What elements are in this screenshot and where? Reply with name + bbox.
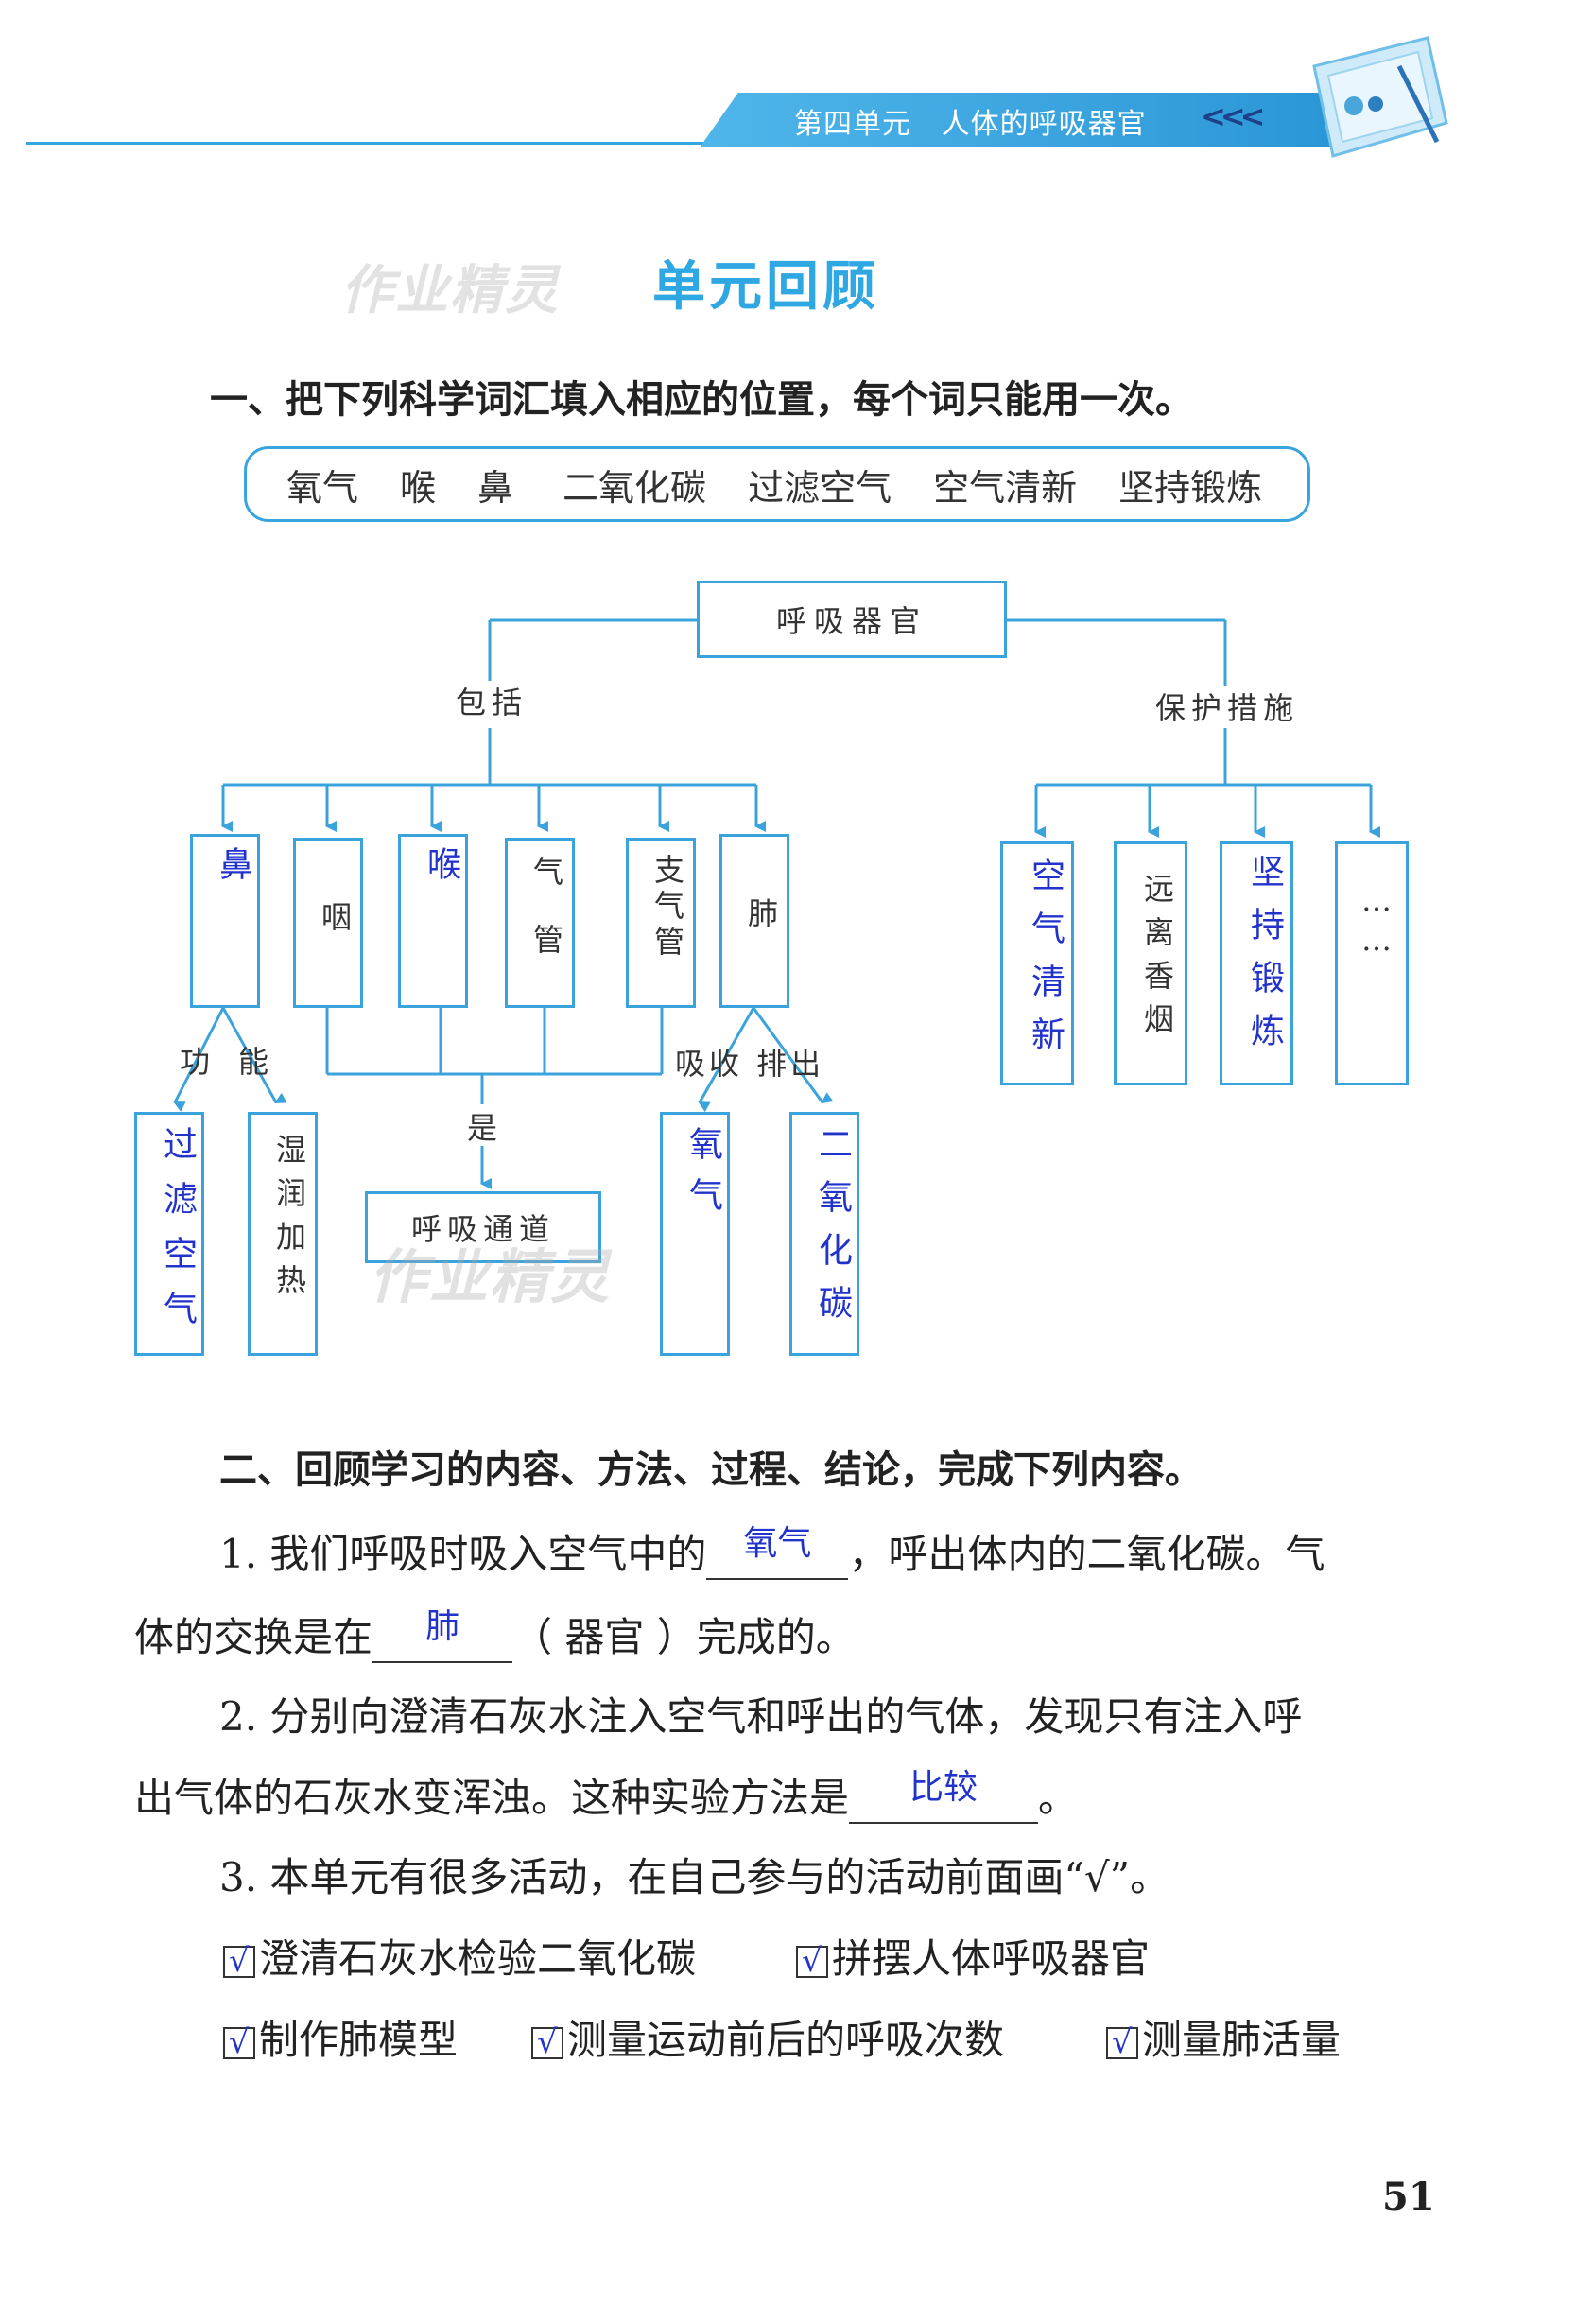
q2-blank-1-answer: 氧气 bbox=[743, 1524, 812, 1563]
tick-mark: √ bbox=[1112, 2023, 1133, 2061]
measure-box: 空气清新 bbox=[1000, 841, 1074, 1085]
diagram-root-label: 呼吸器官 bbox=[775, 603, 927, 639]
watermark: 作业精灵 bbox=[369, 1242, 612, 1311]
lung-co2-answer: 二氧化碳 bbox=[813, 1126, 852, 1338]
is-label: 是 bbox=[467, 1110, 504, 1146]
activity-label: 测量肺活量 bbox=[1142, 2017, 1342, 2063]
q2-item-1-line-1: 1. 我们呼吸时吸入空气中的氧气 ，呼出体内的二氧化碳。气 bbox=[219, 1522, 1325, 1580]
q2-item-1-text: （ 器官 ）完成的。 bbox=[512, 1614, 856, 1660]
q2-blank-2: 肺 bbox=[372, 1607, 513, 1663]
lung-output-box: 氧气 bbox=[660, 1112, 730, 1356]
lung-label: 吸收 排出 bbox=[675, 1046, 825, 1082]
function-box: 湿润加热 bbox=[248, 1112, 318, 1356]
measure-fresh-air-answer: 空气清新 bbox=[1026, 858, 1065, 1069]
q2-item-1-text: 1. 我们呼吸时吸入空气中的 bbox=[219, 1531, 707, 1577]
q2-item-2-line-2: 出气体的石灰水变浑浊。这种实验方法是 比较 。 bbox=[134, 1766, 1078, 1824]
protect-label: 保护措施 bbox=[1155, 690, 1300, 726]
diagram-connectors bbox=[173, 618, 1380, 1189]
header-rule bbox=[26, 142, 1246, 145]
organ-larynx-answer: 喉 bbox=[422, 846, 460, 895]
q2-blank-2-answer: 肺 bbox=[425, 1607, 460, 1646]
activity-item: √制作肺模型 bbox=[223, 2008, 458, 2066]
q2-item-2-text: 。 bbox=[1038, 1775, 1079, 1821]
q2-blank-3: 比较 bbox=[849, 1768, 1039, 1824]
q2-item-3: 3. 本单元有很多活动，在自己参与的活动前面画“√”。 bbox=[219, 1854, 1170, 1900]
word-bank-item: 氧气 bbox=[286, 466, 359, 509]
organ-bronchus: 支气管 bbox=[649, 854, 685, 962]
word-bank-item: 过滤空气 bbox=[748, 466, 892, 509]
organ-box: 肺 bbox=[719, 834, 789, 1008]
activity-label: 拼摆人体呼吸器官 bbox=[832, 1935, 1151, 1982]
page-number: 51 bbox=[1382, 2175, 1435, 2219]
header-arrows: <<< bbox=[1201, 98, 1265, 134]
word-bank-item: 坚持锻炼 bbox=[1118, 466, 1263, 509]
diagram-root: 呼吸器官 bbox=[697, 581, 1007, 658]
measure-avoid-smoke: 远离香烟 bbox=[1139, 873, 1175, 1047]
organ-box: 咽 bbox=[293, 838, 363, 1008]
activity-item: √澄清石灰水检验二氧化碳 bbox=[223, 1927, 696, 1985]
q2-blank-1: 氧气 bbox=[706, 1524, 849, 1580]
organ-trachea: 气管 bbox=[528, 856, 564, 992]
tick-mark: √ bbox=[229, 1942, 250, 1980]
section-title: 单元回顾 bbox=[652, 256, 879, 318]
activity-item: √测量肺活量 bbox=[1106, 2008, 1341, 2066]
tick-mark: √ bbox=[802, 1942, 822, 1980]
q2-item-1-text: 体的交换是在 bbox=[134, 1614, 373, 1660]
watermark: 作业精灵 bbox=[340, 260, 560, 321]
organ-box: 鼻 bbox=[190, 834, 260, 1008]
header-unit-title: 人体的呼吸器官 bbox=[941, 108, 1147, 141]
activity-checkbox[interactable]: √ bbox=[223, 2023, 255, 2061]
organ-box: 气管 bbox=[505, 838, 575, 1008]
activity-checkbox[interactable]: √ bbox=[531, 2023, 563, 2061]
word-bank: 氧气 喉 鼻 二氧化碳 过滤空气 空气清新 坚持锻炼 bbox=[244, 446, 1310, 522]
activity-item: √ 拼摆人体呼吸器官 bbox=[796, 1927, 1150, 1985]
q2-item-1-line-2: 体的交换是在 肺 （ 器官 ）完成的。 bbox=[134, 1605, 856, 1663]
activity-checkbox[interactable]: √ bbox=[796, 1942, 828, 1980]
q2-item-2-text: 出气体的石灰水变浑浊。这种实验方法是 bbox=[134, 1775, 850, 1821]
airway-box: 呼吸通道 bbox=[365, 1191, 601, 1263]
measure-box: …… bbox=[1335, 841, 1409, 1085]
include-label: 包括 bbox=[456, 685, 528, 720]
activity-item: √测量运动前后的呼吸次数 bbox=[531, 2008, 1004, 2066]
question-2-heading: 二、回顾学习的内容、方法、过程、结论，完成下列内容。 bbox=[219, 1448, 1203, 1492]
tick-mark: √ bbox=[537, 2023, 558, 2061]
word-bank-item: 鼻 bbox=[477, 466, 514, 509]
tick-mark: √ bbox=[229, 2023, 250, 2061]
q2-item-2-line-1: 2. 分别向澄清石灰水注入空气和呼出的气体，发现只有注入呼 bbox=[219, 1693, 1303, 1740]
header-unit: 第四单元 bbox=[794, 108, 911, 141]
word-bank-item: 喉 bbox=[400, 466, 437, 509]
measure-box: 远离香烟 bbox=[1114, 841, 1187, 1085]
function-box: 过滤空气 bbox=[134, 1112, 204, 1356]
activity-label: 澄清石灰水检验二氧化碳 bbox=[259, 1935, 697, 1982]
measure-ellipsis: …… bbox=[1359, 882, 1394, 962]
measure-box: 坚持锻炼 bbox=[1220, 841, 1293, 1085]
clipboard-icon bbox=[1312, 36, 1448, 158]
organ-pharynx: 咽 bbox=[317, 901, 353, 946]
word-bank-item: 空气清新 bbox=[933, 466, 1078, 509]
question-1-heading: 一、把下列科学词汇填入相应的位置，每个词只能用一次。 bbox=[210, 378, 1193, 422]
q2-blank-3-answer: 比较 bbox=[909, 1768, 978, 1807]
activity-checkbox[interactable]: √ bbox=[223, 1942, 255, 1980]
activity-label: 制作肺模型 bbox=[259, 2017, 459, 2063]
organ-lung: 肺 bbox=[743, 897, 779, 943]
lung-output-box: 二氧化碳 bbox=[789, 1112, 859, 1356]
activity-label: 测量运动前后的呼吸次数 bbox=[567, 2017, 1005, 2063]
word-bank-item: 二氧化碳 bbox=[563, 466, 707, 509]
function-humidify: 湿润加热 bbox=[271, 1134, 307, 1308]
organ-box: 支气管 bbox=[626, 838, 696, 1008]
airway-label: 呼吸通道 bbox=[410, 1211, 555, 1247]
header-band bbox=[700, 93, 1342, 147]
organ-box: 喉 bbox=[398, 834, 468, 1008]
activity-checkbox[interactable]: √ bbox=[1106, 2023, 1138, 2061]
function-filter-answer: 过滤空气 bbox=[158, 1126, 197, 1345]
header-title: 第四单元 人体的呼吸器官 bbox=[794, 100, 1147, 142]
lung-oxygen-answer: 氧气 bbox=[684, 1126, 722, 1228]
measure-exercise-answer: 坚持锻炼 bbox=[1245, 854, 1284, 1066]
function-label: 功能 bbox=[180, 1044, 298, 1080]
organ-nose-answer: 鼻 bbox=[214, 846, 252, 895]
q2-item-1-text: ，呼出体内的二氧化碳。气 bbox=[848, 1531, 1325, 1577]
